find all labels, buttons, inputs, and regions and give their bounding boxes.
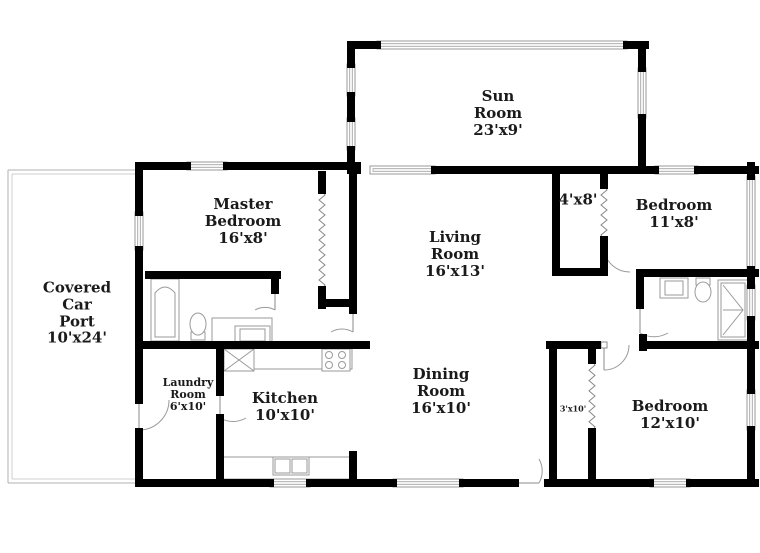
walls [135, 41, 759, 487]
room-dimensions: 12'x10' [640, 414, 700, 432]
window-pane [749, 178, 753, 268]
stove-burner [325, 361, 333, 369]
room-dimensions: 16'x10' [411, 398, 471, 417]
window-pane [640, 70, 644, 116]
bifold-door [318, 189, 326, 291]
room-dimensions: 10'x24' [47, 328, 107, 347]
room-dimensions: 6'x10' [169, 400, 207, 414]
room-label-laundry-room: Laundry Room 6'x10' [162, 375, 214, 414]
window-pane [272, 481, 308, 485]
room-name: Room [430, 244, 480, 263]
window-pane [657, 168, 696, 172]
room-label-closet-bedroom-2: 4'x8' [558, 190, 598, 209]
door-swing-arc [254, 306, 276, 311]
window-pane [652, 481, 688, 485]
room-name: Sun [481, 86, 515, 105]
room-name: Bedroom [204, 211, 282, 230]
room-name: Living [428, 227, 482, 246]
room-label-living-room: Living Room 16'x13' [425, 229, 485, 279]
room-name: Covered [42, 278, 112, 297]
window-pane [379, 43, 625, 47]
window-pane [395, 481, 461, 485]
bathtub-basin [154, 286, 176, 338]
door-swing-arc [603, 344, 630, 371]
shower-drain-lines [722, 284, 744, 336]
room-name: Dining [412, 364, 470, 383]
room-name: Laundry [162, 375, 214, 389]
room-dimensions: 16'x13' [425, 261, 485, 280]
room-name: Car [62, 295, 92, 314]
kitchen-sink-basin [274, 458, 291, 474]
window-pane [349, 120, 353, 148]
stove-burner [338, 351, 346, 359]
door-swing-arc [138, 399, 170, 431]
window-pane [749, 287, 753, 318]
door-swing-arc [538, 458, 543, 484]
carport-outline [7, 169, 139, 484]
room-label-bedroom-2: Bedroom 11'x8' [636, 197, 713, 231]
room-name: Room [170, 387, 206, 401]
toilet [694, 281, 712, 303]
room-label-kitchen: Kitchen 10'x10' [252, 390, 318, 424]
room-name: Kitchen [251, 389, 319, 408]
door-jamb [600, 341, 608, 349]
room-dimensions: 23'x9' [473, 120, 523, 139]
appliance-box-cross [223, 348, 255, 372]
room-dimensions: 11'x8' [649, 213, 699, 231]
room-label-dining-room: Dining Room 16'x10' [411, 366, 471, 416]
window-pane [372, 168, 433, 172]
room-dimensions: 10'x10' [255, 406, 315, 424]
toilet [189, 312, 207, 336]
kitchen-sink-basin [291, 458, 308, 474]
sink-basin [664, 280, 684, 296]
window-pane [189, 164, 225, 168]
window-pane [349, 66, 353, 94]
fixtures [150, 277, 749, 480]
room-name: Room [473, 103, 523, 122]
room-name: Bedroom [631, 397, 709, 416]
stove-burner [325, 351, 333, 359]
window-pane [749, 392, 753, 428]
room-name: Bedroom [635, 196, 713, 215]
door-swing-arc [639, 332, 669, 338]
door-swing-arc [330, 328, 354, 333]
bifold-door [588, 359, 596, 433]
room-name: Room [416, 381, 466, 400]
bifold-door [600, 184, 608, 241]
room-label-bedroom-3: Bedroom 12'x10' [632, 398, 709, 432]
room-label-covered-car-port: Covered Car Port 10'x24' [43, 279, 111, 346]
room-label-closet-bedroom-3: 3'x10' [559, 403, 587, 414]
room-dimensions: 4'x8' [558, 190, 598, 209]
room-dimensions: 16'x8' [218, 228, 268, 247]
room-dimensions: 3'x10' [559, 403, 587, 414]
window-pane [137, 214, 141, 248]
room-label-sun-room: Sun Room 23'x9' [473, 88, 522, 138]
sink-basin [239, 328, 266, 342]
room-label-master-bedroom: Master Bedroom 16'x8' [205, 196, 282, 246]
room-name: Master [213, 194, 273, 213]
room-name: Port [59, 312, 95, 330]
stove-burner [338, 361, 346, 369]
